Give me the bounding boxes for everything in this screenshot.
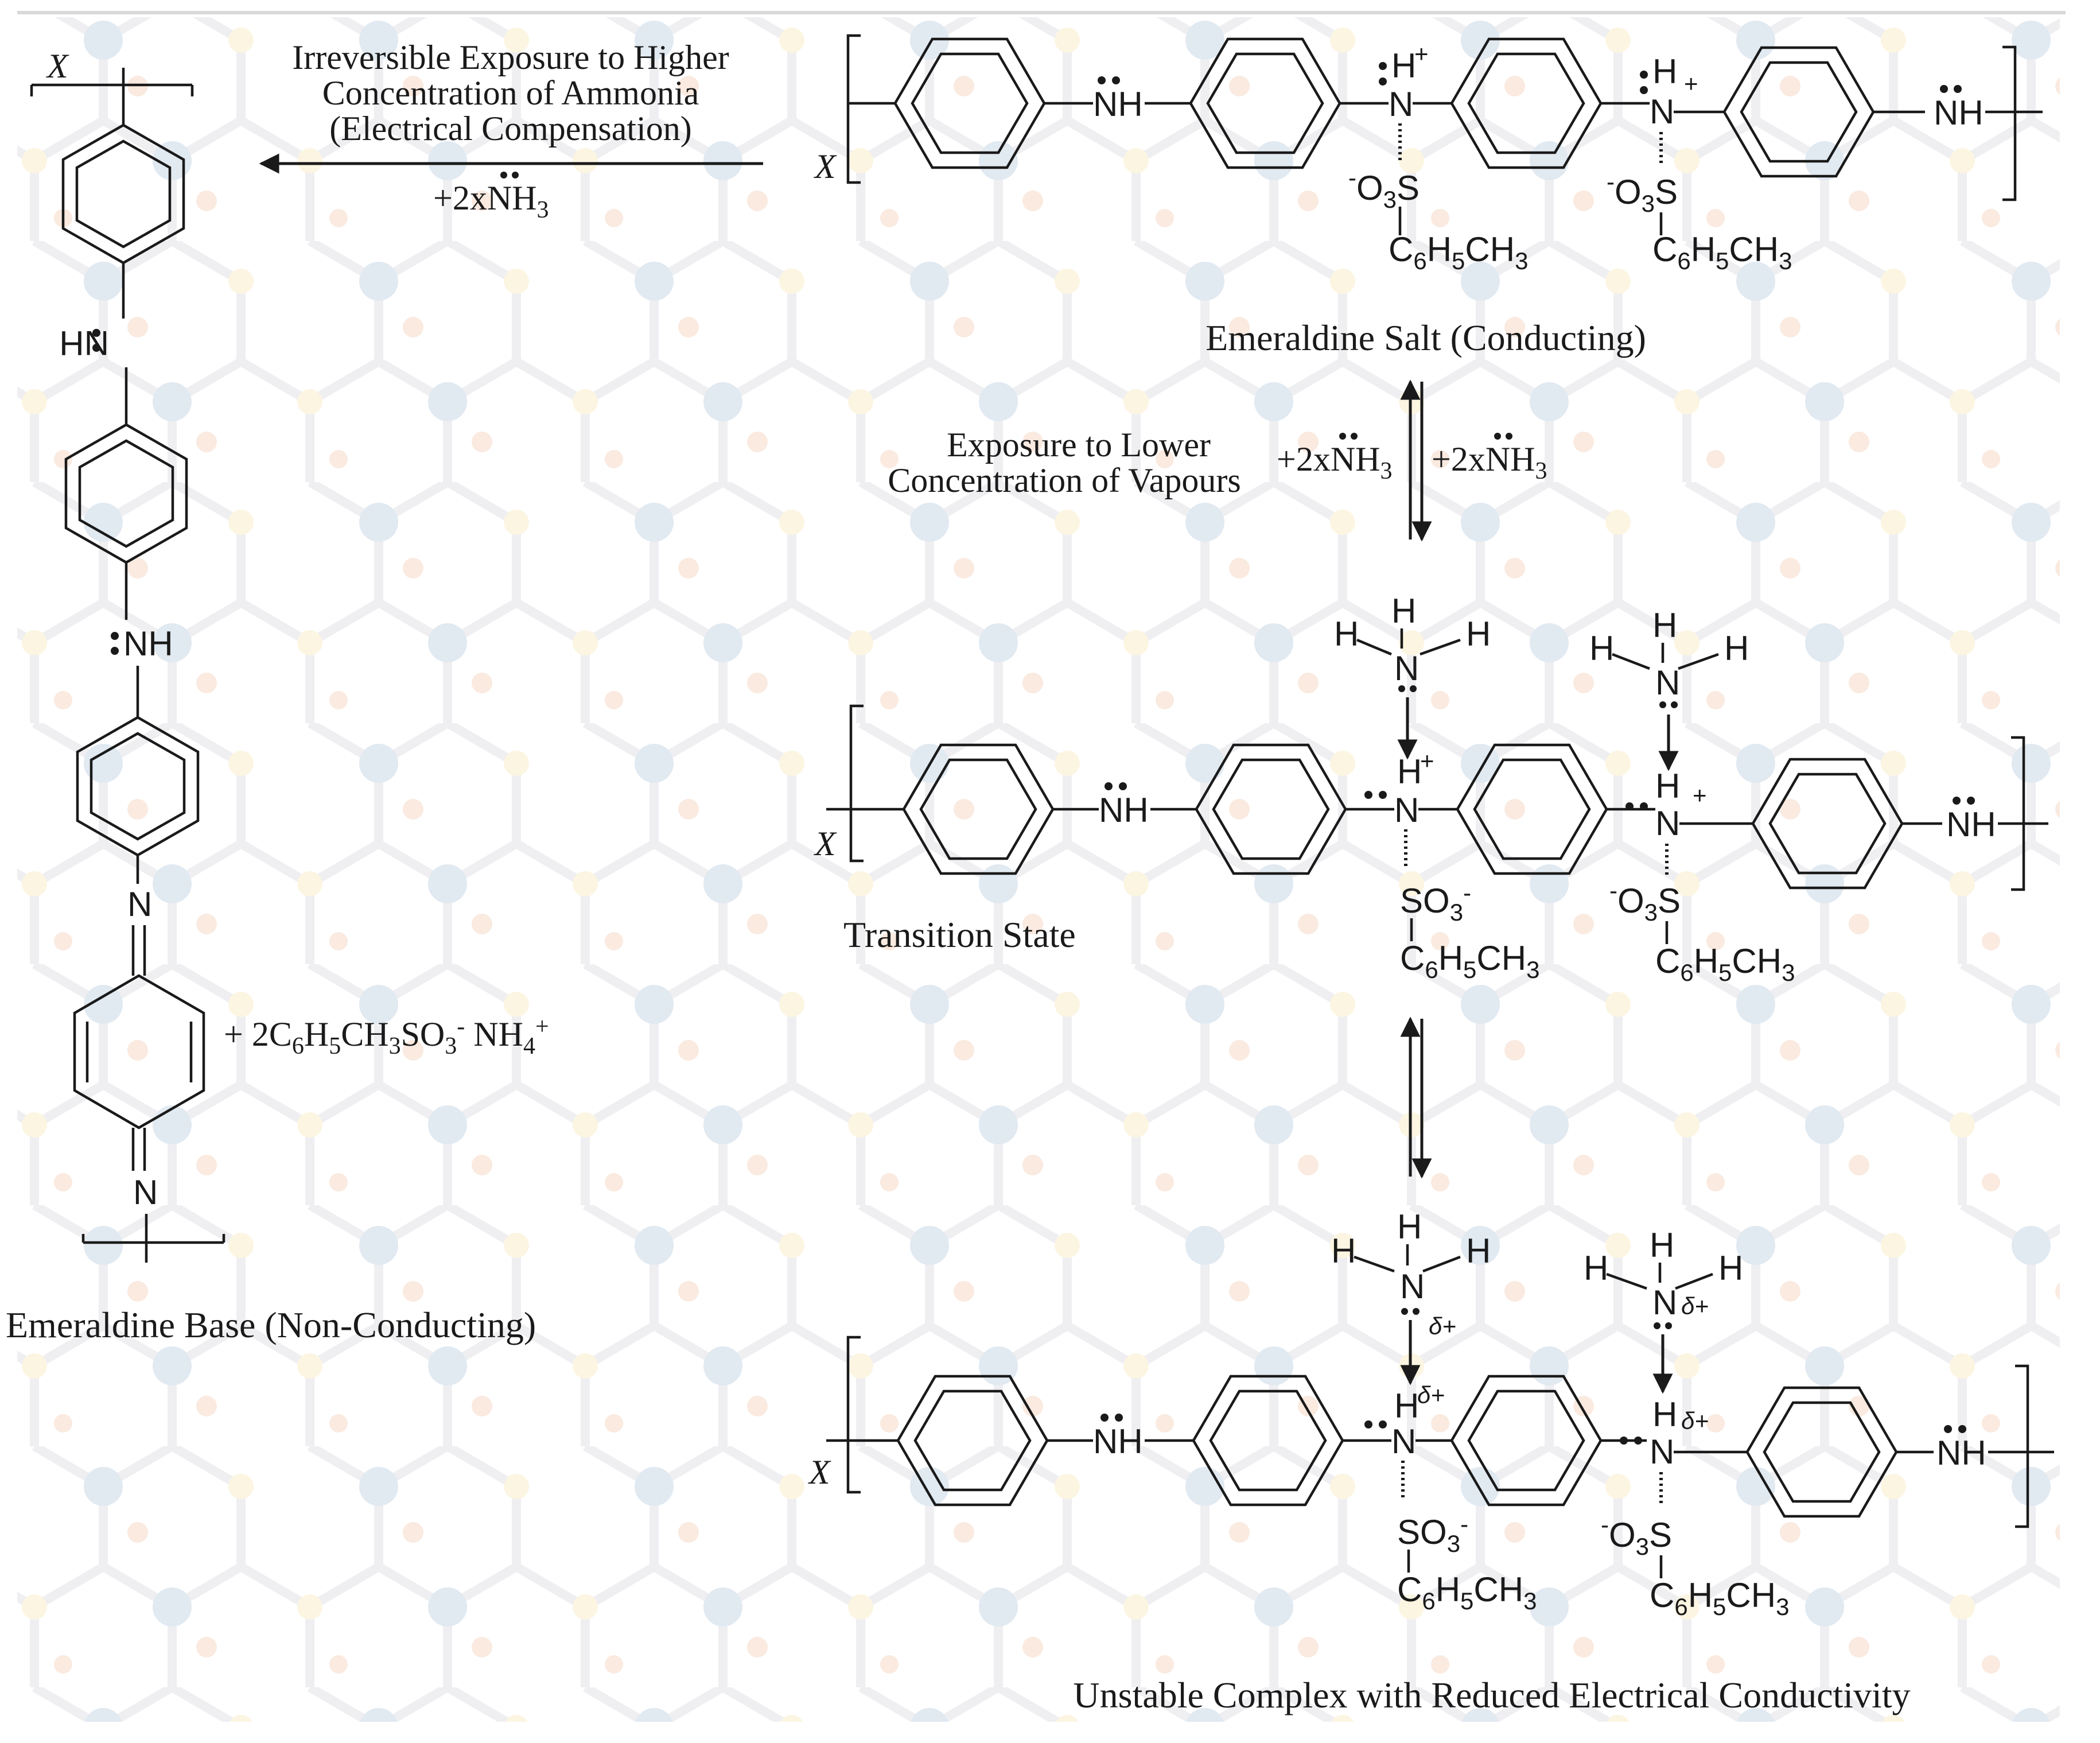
svg-text:H: H (1652, 1395, 1677, 1434)
svg-text:-O3S: -O3S (1607, 168, 1678, 217)
middle-arrow-label-1: Exposure to Lower (947, 426, 1211, 464)
top-arrow-label-1: Irreversible Exposure to Higher (292, 38, 729, 76)
svg-text:X: X (814, 825, 837, 863)
svg-text:H: H (1397, 1208, 1422, 1246)
emeraldine-salt-title: Emeraldine Salt (Conducting) (1205, 317, 1646, 358)
svg-text:H: H (1718, 1249, 1743, 1287)
svg-text:N: N (1394, 791, 1419, 829)
svg-text:+: + (1420, 747, 1434, 774)
svg-text:-O3S: -O3S (1609, 877, 1681, 926)
middle-arrow-label-2: Concentration of Vapours (888, 461, 1240, 499)
delta-1: δ+ (1429, 1313, 1456, 1340)
svg-text:H: H (1334, 615, 1359, 653)
svg-text:NH: NH (1946, 805, 1996, 844)
chain-end-x: X (46, 47, 69, 85)
svg-text:C6H5CH3: C6H5CH3 (1400, 939, 1539, 983)
svg-text:N: N (1400, 1267, 1425, 1306)
svg-text:H: H (1724, 629, 1749, 667)
svg-text:C6H5CH3: C6H5CH3 (1389, 230, 1528, 274)
svg-text:+: + (1684, 70, 1698, 97)
n-label-2: N (133, 1173, 158, 1212)
unstable-complex-title: Unstable Complex with Reduced Electrical… (1073, 1675, 1910, 1715)
byproduct-label: + 2C6H5CH3SO3- NH4+ (224, 1014, 549, 1059)
transition-state-structure: H H H N H H H N X NH H+ N SO3- (814, 592, 2048, 986)
svg-text:H: H (1652, 52, 1677, 91)
svg-text:H: H (1466, 1232, 1491, 1270)
svg-text:-O3S: -O3S (1601, 1511, 1672, 1560)
nh-label: NH (123, 624, 173, 663)
svg-text:H: H (1652, 606, 1677, 645)
svg-text:X: X (814, 147, 837, 185)
top-arrow-label-3: (Electrical Compensation) (329, 110, 691, 147)
svg-text:H: H (1397, 752, 1422, 791)
nh-rotated: NH (59, 324, 109, 362)
svg-text:δ+: δ+ (1417, 1381, 1445, 1408)
svg-text:N: N (1655, 804, 1680, 843)
svg-text:H: H (1584, 1249, 1608, 1287)
svg-text:NH: NH (1934, 94, 1984, 132)
svg-text:C6H5CH3: C6H5CH3 (1650, 1576, 1789, 1620)
emeraldine-base-structure: X NH NH N N (30, 47, 225, 1263)
delta-2: δ+ (1681, 1292, 1709, 1319)
svg-text:N: N (1652, 1283, 1677, 1322)
background-pattern (17, 17, 2060, 1722)
middle-reagent-right: +2xNH3 (1432, 440, 1547, 484)
svg-text:-O3S: -O3S (1348, 164, 1420, 213)
svg-text:NH: NH (1099, 791, 1149, 829)
middle-reagent-left: +2xNH3 (1277, 440, 1393, 484)
svg-text:N: N (1389, 85, 1413, 123)
emeraldine-base-title: Emeraldine Base (Non-Conducting) (6, 1305, 536, 1345)
svg-text:X: X (808, 1453, 831, 1491)
svg-text:C6H5CH3: C6H5CH3 (1652, 230, 1792, 274)
svg-text:+: + (1693, 782, 1707, 809)
svg-text:H: H (1391, 592, 1416, 630)
svg-text:H: H (1589, 629, 1614, 667)
svg-text:H: H (1391, 46, 1416, 85)
svg-text:NH: NH (1936, 1434, 1986, 1472)
svg-text:N: N (1650, 92, 1674, 131)
svg-text:δ+: δ+ (1681, 1407, 1709, 1434)
svg-text:H: H (1650, 1226, 1674, 1264)
svg-text:H: H (1466, 615, 1491, 653)
svg-text:N: N (1650, 1433, 1674, 1471)
transition-state-title: Transition State (843, 914, 1076, 955)
svg-text:N: N (1391, 1422, 1416, 1461)
unstable-complex-structure: H H H N δ+ H H H N δ+ X NH Hδ+ N (808, 1208, 2054, 1620)
svg-text:N: N (1655, 663, 1680, 702)
svg-text:NH: NH (1093, 1422, 1143, 1461)
n-label-1: N (127, 885, 152, 923)
svg-text:H: H (1655, 767, 1680, 805)
svg-text:N: N (1394, 649, 1419, 688)
emeraldine-salt-structure: X NH H+ N -O3S C6H5CH3 H+ N -O3S C6H5CH3 (814, 34, 2043, 274)
svg-text:H: H (1331, 1232, 1356, 1270)
svg-text:+: + (1414, 40, 1429, 67)
svg-text:H: H (1394, 1387, 1419, 1425)
svg-text:NH: NH (1093, 85, 1143, 123)
top-arrow-label-2: Concentration of Ammonia (322, 74, 699, 112)
top-arrow-reagent: +2xNH3 (433, 179, 549, 223)
